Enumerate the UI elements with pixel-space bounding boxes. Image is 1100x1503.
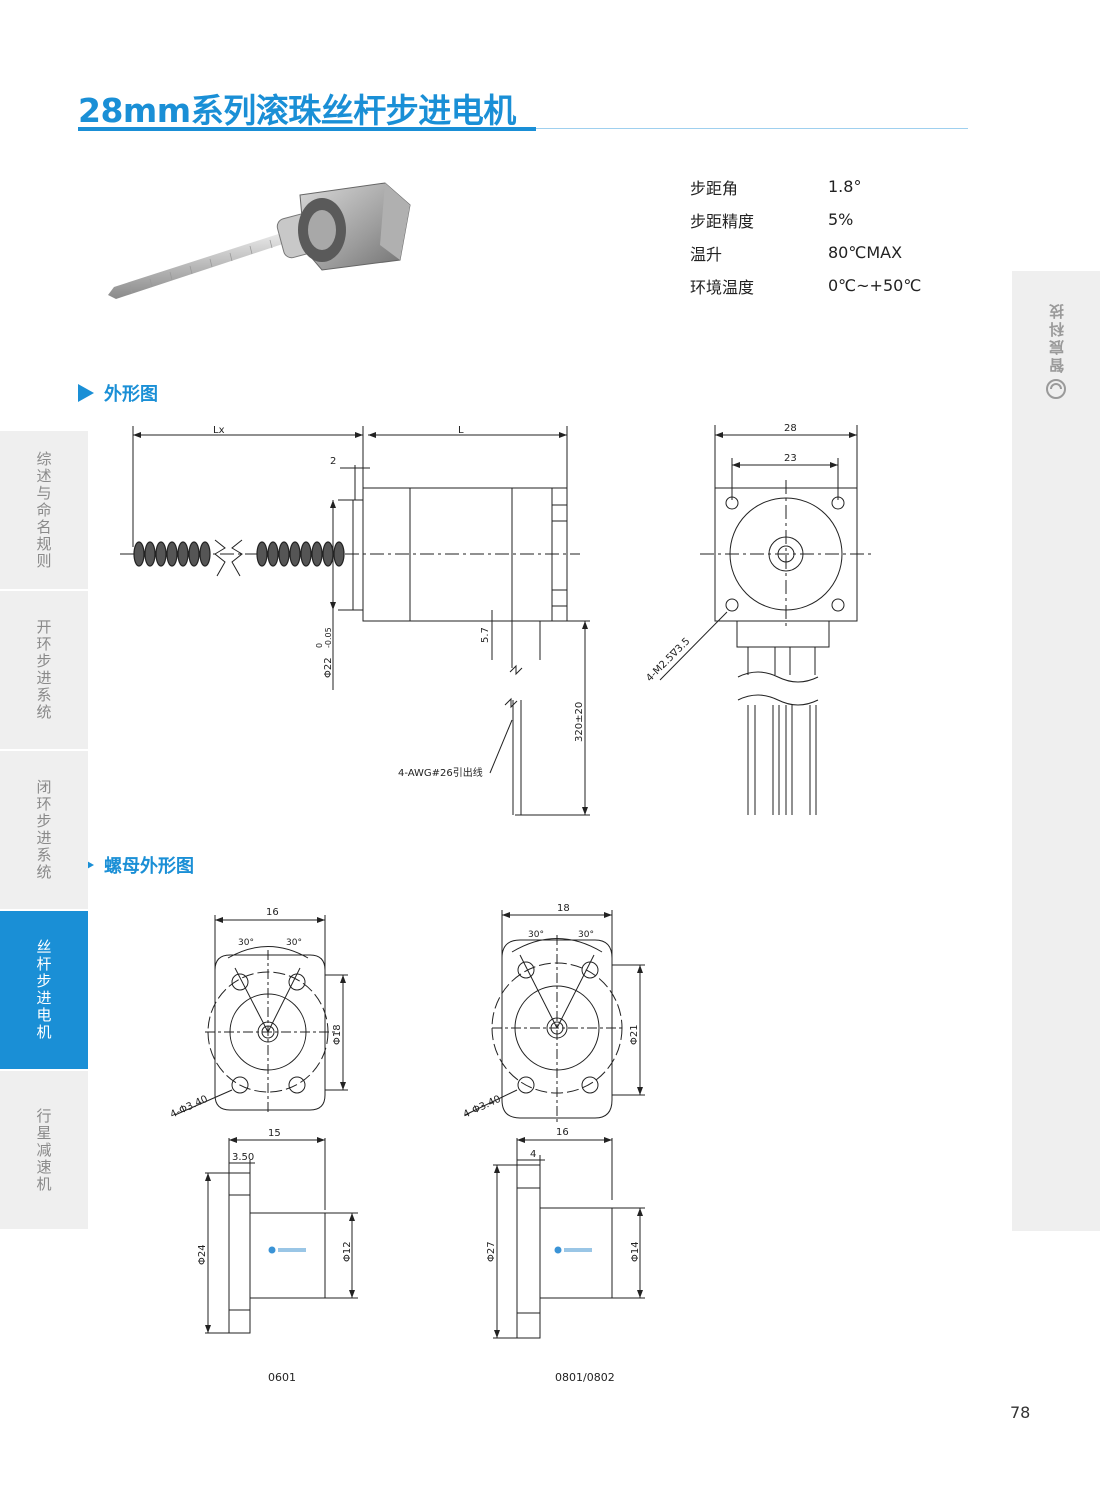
dim-2: 2 [330, 456, 336, 467]
spec-value: 1.8° [828, 177, 862, 196]
spec-row: 环境温度 0℃~+50℃ [690, 269, 950, 302]
dim-lx: Lx [213, 425, 225, 436]
dim-tol-bottom: -0.05 [324, 627, 333, 648]
spec-label: 步距角 [690, 178, 739, 198]
page-title: 28mm系列滚珠丝杆步进电机 [78, 91, 516, 130]
sidebar-item-lead-screw[interactable]: 丝杆步进电机 [0, 911, 88, 1069]
brand-name: 智宸科技 [1047, 301, 1066, 373]
spec-table: 步距角 1.8° 步距精度 5% 温升 80℃MAX 环境温度 0℃~+50℃ [690, 170, 950, 302]
model-0801-0802: 0801/0802 [555, 1371, 615, 1384]
spec-label: 温升 [690, 244, 723, 264]
spec-value: 0℃~+50℃ [828, 276, 922, 295]
brand-logo-icon [1046, 379, 1066, 399]
title-rule [536, 128, 968, 129]
dim-tol-top: 0 [315, 643, 324, 648]
dim-b18: 18 [557, 903, 570, 914]
page-number: 78 [1010, 1403, 1031, 1422]
outline-drawing: Lx L 2 28 23 Φ22 0 -0.05 5.7 320±20 4-AW… [120, 423, 875, 816]
dim-a350: 3.50 [232, 1152, 254, 1163]
dim-a30r: 30° [286, 938, 302, 948]
dim-a18: Φ18 [332, 1024, 343, 1045]
label-wire: 4-AWG#26引出线 [398, 766, 483, 779]
spec-label: 环境温度 [690, 277, 755, 297]
spec-row: 步距角 1.8° [690, 170, 950, 203]
dim-phi22: Φ22 [323, 657, 334, 678]
dim-320: 320±20 [574, 702, 585, 742]
dim-5-7: 5.7 [480, 627, 491, 643]
dim-ahole: 4-Φ3.40 [169, 1094, 210, 1121]
sidebar-item-label: 闭环步进系统 [34, 779, 53, 881]
dim-b21: Φ21 [629, 1024, 640, 1045]
dim-b4: 4 [530, 1149, 536, 1160]
section-nut-heading: 螺母外形图 [78, 852, 194, 878]
sidebar-item-closed-loop[interactable]: 闭环步进系统 [0, 751, 88, 909]
section-outline-heading: 外形图 [78, 380, 158, 406]
spec-row: 温升 80℃MAX [690, 236, 950, 269]
sidebar-item-label: 行星减速机 [34, 1107, 53, 1193]
nut-logo-icon [554, 1246, 592, 1254]
dim-a16: 16 [266, 907, 279, 918]
sidebar-item-overview[interactable]: 综述与命名规则 [0, 431, 88, 589]
dim-a15: 15 [268, 1128, 281, 1139]
sidebar-item-open-loop[interactable]: 开环步进系统 [0, 591, 88, 749]
sidebar-item-planetary[interactable]: 行星减速机 [0, 1071, 88, 1229]
triangle-icon [78, 384, 94, 402]
sidebar-item-label: 开环步进系统 [34, 619, 53, 721]
dim-28: 28 [784, 423, 797, 434]
spec-value: 80℃MAX [828, 243, 903, 262]
nut-drawing: 16 30° 30° Φ18 4-Φ3.40 15 3.50 Φ24 Φ12 0… [169, 903, 645, 1384]
dim-a30l: 30° [238, 938, 254, 948]
nut-logo-icon [268, 1246, 306, 1254]
dim-l: L [458, 425, 464, 436]
dim-a24: Φ24 [197, 1244, 208, 1265]
spec-row: 步距精度 5% [690, 203, 950, 236]
section-title: 外形图 [104, 384, 158, 405]
dim-bhole: 4-Φ3.40 [462, 1094, 503, 1121]
sidebar-brand: 智宸科技 [1012, 271, 1100, 429]
title-underline [78, 127, 536, 131]
dim-b30r: 30° [578, 930, 594, 940]
model-0601: 0601 [268, 1371, 296, 1384]
sidebar-item-label: 丝杆步进电机 [34, 939, 53, 1041]
spec-label: 步距精度 [690, 211, 755, 231]
sidebar [1012, 271, 1100, 1231]
dim-b30l: 30° [528, 930, 544, 940]
thread-left [133, 541, 211, 567]
dim-b27: Φ27 [486, 1241, 497, 1262]
dim-b14: Φ14 [630, 1241, 641, 1262]
dim-23: 23 [784, 453, 797, 464]
thread-right [256, 541, 345, 567]
product-photo [108, 182, 411, 299]
dim-a12: Φ12 [342, 1241, 353, 1262]
dim-b16: 16 [556, 1127, 569, 1138]
label-hole-m25: 4-M2.5∇3.5 [644, 636, 692, 684]
spec-value: 5% [828, 210, 854, 229]
sidebar-item-label: 综述与命名规则 [34, 450, 53, 570]
section-title: 螺母外形图 [104, 856, 194, 877]
